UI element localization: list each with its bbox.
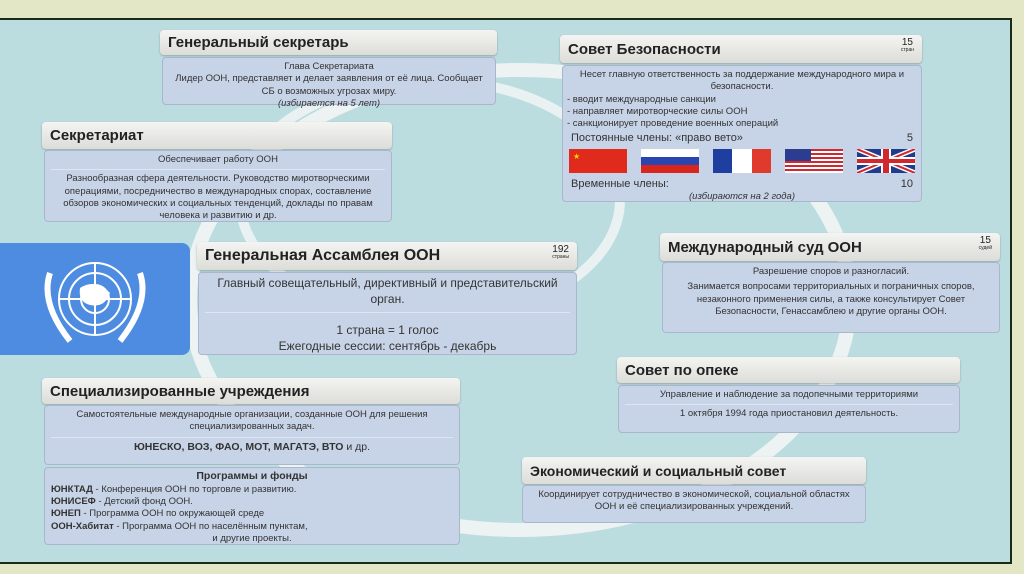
sc-title: Совет Безопасности <box>568 40 721 58</box>
sc-count-unit: стран <box>900 47 914 53</box>
security-council-body: Несет главную ответственность за поддерж… <box>562 65 922 202</box>
ga-vote: 1 страна = 1 голос <box>336 323 439 338</box>
specialized-header: Специализированные учреждения <box>42 378 460 404</box>
ga-text: Главный совещательный, директивный и пре… <box>217 276 558 306</box>
trusteeship-note: 1 октября 1994 года приостановил деятель… <box>679 408 899 420</box>
sc-permanent-label: Постоянные члены: «право вето» <box>571 131 743 144</box>
general-assembly-body: Главный совещательный, директивный и пре… <box>198 272 577 355</box>
china-flag-icon: ★ <box>569 149 627 174</box>
secretariat-text: Разнообразная сфера деятельности. Руково… <box>63 173 373 222</box>
sc-temporary-label: Временные члены: <box>571 178 669 191</box>
un-emblem-icon <box>44 262 146 343</box>
program-item: ЮНКТАД - Конференция ООН по торговле и р… <box>51 483 297 495</box>
trusteeship-text: Управление и наблюдение за подопечными т… <box>659 389 919 400</box>
icj-subtitle: Разрешение споров и разногласий. <box>752 266 910 277</box>
gen-sec-text: Лидер ООН, представляет и делает заявлен… <box>175 73 483 97</box>
ecosoc-header: Экономический и социальный совет <box>522 457 866 484</box>
gen-sec-title: Генеральный секретарь <box>168 34 349 51</box>
gen-sec-term: (избирается на 5 лет) <box>277 98 381 110</box>
icj-title: Международный суд ООН <box>668 238 862 256</box>
icj-text: Занимается вопросами территориальных и п… <box>687 281 975 318</box>
sc-permanent-count: 5 <box>906 131 913 144</box>
usa-flag-icon <box>785 149 843 174</box>
programs-end: и другие проекты. <box>212 533 292 545</box>
sc-item: - вводит международные санкции <box>567 93 716 105</box>
icj-count-unit: судей <box>978 245 992 251</box>
uk-flag-icon <box>857 149 915 174</box>
sc-text: Несет главную ответственность за поддерж… <box>579 69 905 93</box>
programs-body: Программы и фонды ЮНКТАД - Конференция О… <box>44 467 460 545</box>
specialized-body: Самостоятельные международные организаци… <box>44 405 460 465</box>
ga-sessions: Ежегодные сессии: сентябрь - декабрь <box>278 338 497 353</box>
secretariat-body: Обеспечивает работу ООН Разнообразная сф… <box>44 150 392 222</box>
specialized-orgs-suffix: и др. <box>343 440 371 453</box>
secretariat-header: Секретариат <box>42 122 392 149</box>
sc-item: - санкционирует проведение военных опера… <box>567 118 779 130</box>
ecosoc-text: Координирует сотрудничество в экономичес… <box>538 489 850 513</box>
program-item: ООН-Хабитат - Программа ООН по населённы… <box>51 520 308 532</box>
france-flag-icon <box>713 149 771 174</box>
secretariat-title: Секретариат <box>50 127 144 144</box>
ga-count-unit: страны <box>552 254 569 260</box>
russia-flag-icon <box>641 149 699 174</box>
specialized-text: Самостоятельные международные организаци… <box>76 409 428 433</box>
un-logo <box>0 243 190 355</box>
icj-count: 15 <box>979 235 991 246</box>
sc-item: - направляет миротворческие силы ООН <box>567 106 748 118</box>
sc-temporary-count: 10 <box>900 178 913 191</box>
ga-title: Генеральная Ассамблея ООН <box>205 247 441 264</box>
gen-sec-subtitle: Глава Секретариата <box>284 61 374 72</box>
program-item: ЮНИСЕФ - Детский фонд ООН. <box>51 495 193 507</box>
icj-body: Разрешение споров и разногласий. Занимае… <box>662 262 1000 333</box>
gen-sec-body: Глава Секретариата Лидер ООН, представля… <box>162 57 496 109</box>
specialized-orgs: ЮНЕСКО, ВОЗ, ФАО, МОТ, МАГАТЭ, ВТО <box>133 440 344 453</box>
programs-title: Программы и фонды <box>196 470 308 482</box>
specialized-title: Специализированные учреждения <box>50 382 310 400</box>
trusteeship-header: Совет по опеке <box>617 357 960 383</box>
secretariat-subtitle: Обеспечивает работу ООН <box>158 154 278 165</box>
ecosoc-body: Координирует сотрудничество в экономичес… <box>522 485 866 523</box>
sc-count: 15 <box>901 37 913 48</box>
svg-text:★: ★ <box>573 152 580 161</box>
gen-sec-header: Генеральный секретарь <box>160 30 497 55</box>
trusteeship-body: Управление и наблюдение за подопечными т… <box>618 385 960 433</box>
ecosoc-title: Экономический и социальный совет <box>530 462 787 479</box>
ga-count: 192 <box>552 244 569 255</box>
program-item: ЮНЕП - Программа ООН по окружающей среде <box>51 508 265 520</box>
sc-temporary-term: (избираются на 2 года) <box>689 191 795 203</box>
trusteeship-title: Совет по опеке <box>625 361 739 379</box>
